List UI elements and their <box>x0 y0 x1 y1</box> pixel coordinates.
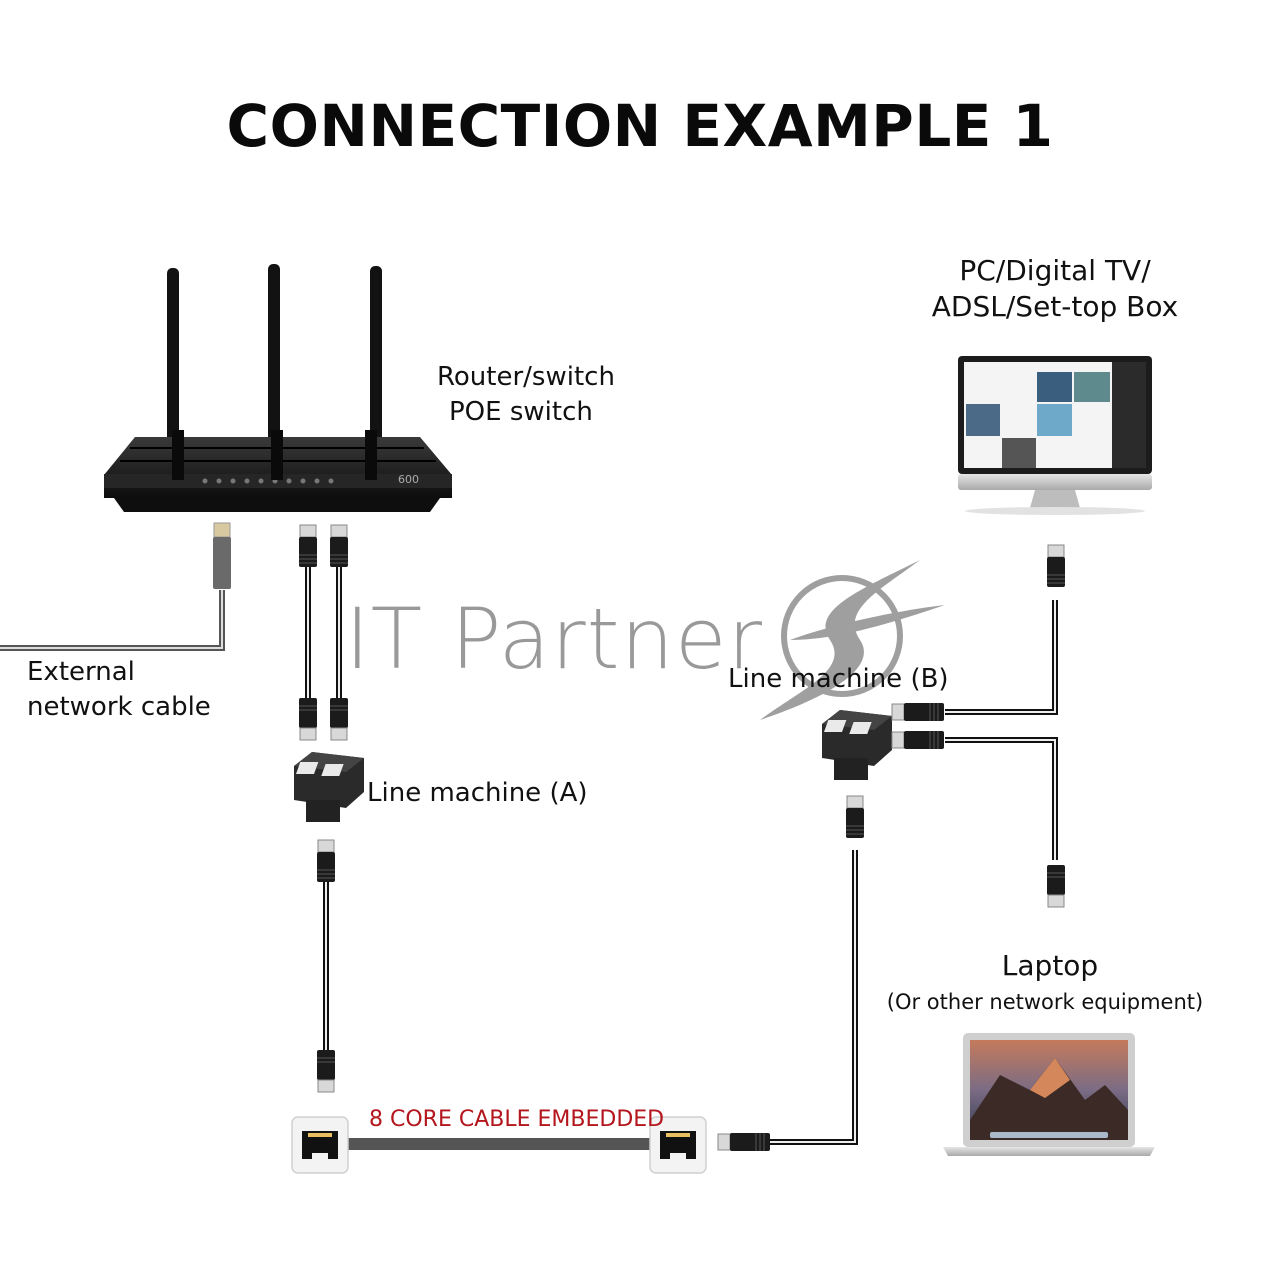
watermark-text: IT Partner <box>345 590 764 688</box>
line-machine-b-label: Line machine (B) <box>728 664 949 694</box>
splitter-b-icon <box>822 710 892 780</box>
router-label: Router/switch POE switch <box>437 360 615 430</box>
wall-port-left-icon <box>291 1116 349 1174</box>
pc-label: PC/Digital TV/ ADSL/Set-top Box <box>910 253 1200 325</box>
router-label-line2: POE switch <box>449 397 593 427</box>
diagram-title: CONNECTION EXAMPLE 1 <box>226 92 1054 160</box>
cables-b-out <box>891 544 1066 908</box>
patch-cables-router-a <box>298 524 349 741</box>
watermark-logo-icon <box>760 560 945 720</box>
router-icon <box>104 264 452 512</box>
external-cable-label: External network cable <box>27 655 211 725</box>
router-model-badge: 600 <box>398 473 419 486</box>
laptop-title: Laptop <box>1001 949 1099 982</box>
cable-embedded-label: 8 CORE CABLE EMBEDDED <box>369 1107 665 1132</box>
embedded-cable <box>348 1138 654 1150</box>
line-machine-a-label: Line machine (A) <box>367 778 588 808</box>
splitter-a-icon <box>294 752 364 822</box>
cable-a-wall <box>316 839 336 1093</box>
router-label-line1: Router/switch <box>437 362 615 392</box>
external-cable <box>0 522 231 651</box>
pc-label-line2: ADSL/Set-top Box <box>931 290 1179 323</box>
pc-label-line1: PC/Digital TV/ <box>959 254 1151 287</box>
external-label-line2: network cable <box>27 692 211 722</box>
cable-wall-b <box>717 795 865 1152</box>
laptop-icon <box>943 1033 1155 1156</box>
external-label-line1: External <box>27 657 135 687</box>
monitor-icon <box>958 356 1152 515</box>
laptop-subtitle: (Or other network equipment) <box>886 990 1204 1014</box>
